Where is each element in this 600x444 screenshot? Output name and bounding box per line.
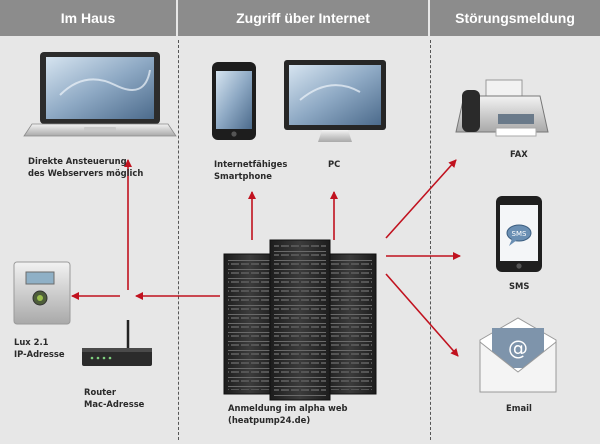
header-fault-report: Störungsmeldung <box>430 0 600 36</box>
fax-machine-icon <box>455 79 549 137</box>
label-pc: PC <box>328 159 341 169</box>
arrow-to-email <box>385 273 459 357</box>
email-envelope-icon: @ <box>479 317 557 393</box>
laptop-icon <box>23 52 177 137</box>
sms-bubble-text: SMS <box>512 230 527 238</box>
header-internet: Zugriff über Internet <box>178 0 428 36</box>
label-lux: Lux 2.1 IP-Adresse <box>14 337 65 359</box>
smartphone-icon <box>212 62 256 140</box>
label-smartphone: Internetfähiges Smartphone <box>214 159 288 181</box>
label-server: Anmeldung im alpha web (heatpump24.de) <box>228 403 348 425</box>
svg-text:@: @ <box>508 336 528 360</box>
label-sms: SMS <box>509 281 530 291</box>
monitor-icon <box>284 60 386 142</box>
router-icon <box>82 320 152 366</box>
label-router: Router Mac-Adresse <box>84 387 145 409</box>
label-email: Email <box>506 403 532 413</box>
heat-pump-controller-icon <box>13 261 71 325</box>
arrow-to-fax <box>385 159 457 239</box>
divider-right <box>430 40 431 440</box>
sms-phone-icon: SMS <box>496 196 542 272</box>
header-home: Im Haus <box>0 0 176 36</box>
label-fax: FAX <box>510 149 528 159</box>
server-rack-icon <box>223 239 377 401</box>
divider-left <box>178 40 179 440</box>
label-laptop: Direkte Ansteuerung des Webservers mögli… <box>28 156 144 178</box>
